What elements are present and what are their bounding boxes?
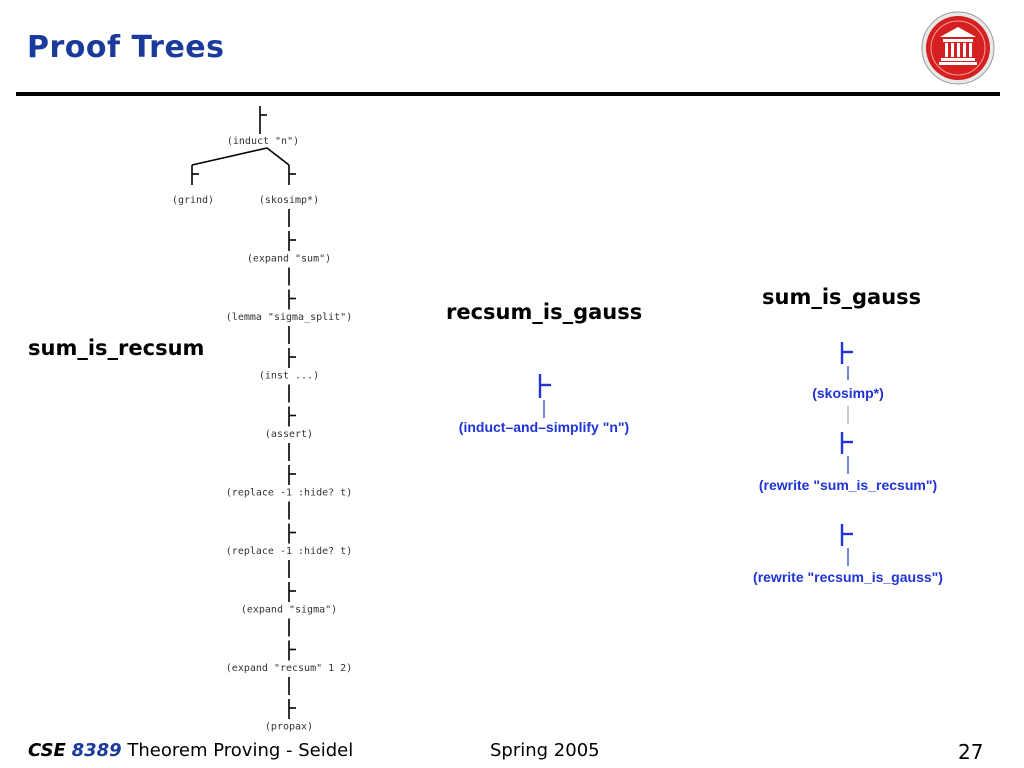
proof-tree-sum-is-recsum: (induct "n") (grind) (skosimp*) (expand "…	[172, 106, 352, 733]
page-number: 27	[958, 740, 984, 764]
tree-node-induct-and-simplify: (induct–and–simplify "n")	[459, 419, 629, 435]
tree-node-skosimp: (skosimp*)	[812, 385, 884, 401]
footer-course-title: Theorem Proving - Seidel	[127, 740, 354, 761]
tree-node-step: (assert)	[265, 429, 313, 440]
tree-node-step: (lemma "sigma_split")	[226, 312, 352, 323]
tree-node-step: (propax)	[265, 722, 313, 733]
tree-node-step: (replace -1 :hide? t)	[226, 488, 352, 499]
tree-node-rewrite-sum-is-recsum: (rewrite "sum_is_recsum")	[759, 477, 937, 493]
footer-course-number: 8389	[71, 740, 122, 761]
university-seal-icon	[921, 11, 995, 85]
tree-node-step: (replace -1 :hide? t)	[226, 546, 352, 557]
label-recsum-is-gauss: recsum_is_gauss	[446, 300, 643, 324]
tree-node-grind: (grind)	[172, 195, 214, 206]
label-sum-is-gauss: sum_is_gauss	[762, 285, 922, 309]
proof-tree-sum-is-gauss: (skosimp*) (rewrite "sum_is_recsum") (re…	[753, 342, 943, 585]
tree-node-step: (expand "sum")	[247, 254, 331, 265]
tree-node-step: (expand "recsum" 1 2)	[226, 663, 352, 674]
slide-title: Proof Trees	[27, 30, 225, 65]
tree-node-root: (induct "n")	[227, 136, 299, 147]
tree-node-step: (expand "sigma")	[241, 605, 337, 616]
footer-course: CSE 8389 Theorem Proving - Seidel	[28, 740, 353, 761]
tree-node-rewrite-recsum-is-gauss: (rewrite "recsum_is_gauss")	[753, 569, 943, 585]
title-rule	[16, 92, 1000, 96]
proof-tree-recsum-is-gauss: (induct–and–simplify "n")	[459, 374, 629, 435]
label-sum-is-recsum: sum_is_recsum	[28, 336, 205, 360]
tree-node-step: (skosimp*)	[259, 195, 319, 206]
tree-node-step: (inst ...)	[259, 371, 319, 382]
footer-course-prefix: CSE	[28, 740, 66, 761]
footer-term: Spring 2005	[490, 740, 600, 761]
